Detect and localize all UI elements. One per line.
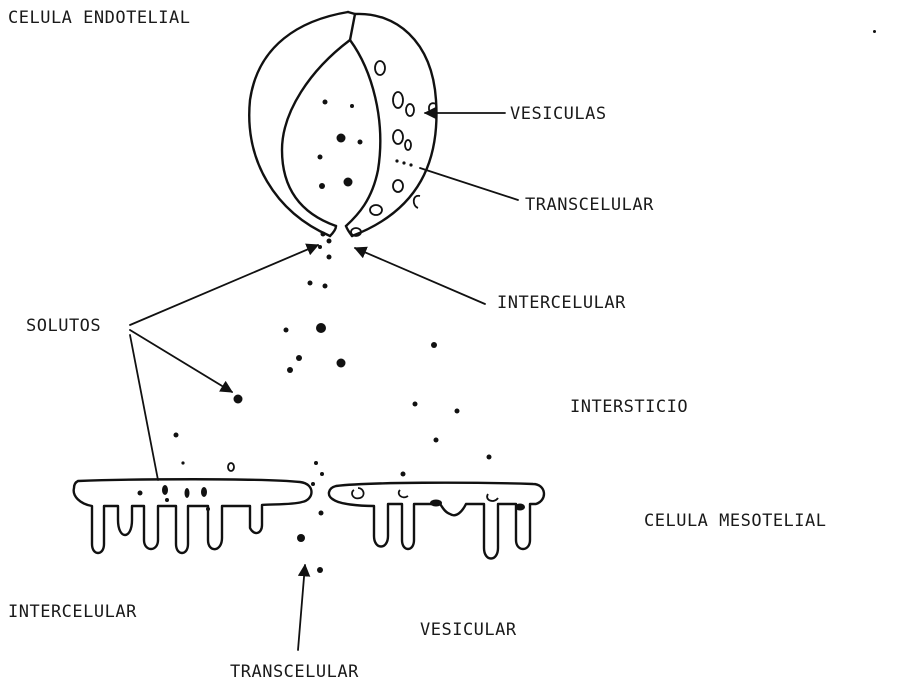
mesothelial-right-outline: [329, 483, 544, 559]
mesothelial-left-solute: [165, 498, 169, 502]
label-transcellular-upper: TRANSCELULAR: [525, 197, 654, 214]
vesicle-2: [393, 92, 403, 108]
vesicle-1: [375, 61, 385, 75]
capillary-endothelium: [249, 12, 436, 236]
vesicle-5: [405, 140, 411, 150]
endothelial-bottom-junction-left: [330, 226, 336, 236]
pointer-arrows: [130, 113, 518, 650]
solutes-arrow-capillary: [130, 245, 318, 325]
label-intercellular-upper: INTERCELULAR: [497, 295, 626, 312]
transcellular-lower-arrow: [298, 565, 305, 650]
label-intercellular-lower: INTERCELULAR: [8, 604, 137, 621]
mesothelial-right-vesicle: [487, 494, 498, 501]
mesothelial-right-vesicle: [352, 488, 364, 498]
mesothelial-left-solute: [138, 491, 143, 496]
vesicle-3: [406, 104, 414, 116]
label-interstitium: INTERSTICIO: [570, 399, 688, 416]
label-vesicular: VESICULAR: [420, 622, 517, 639]
solutes-arrow-interstitium: [130, 330, 232, 392]
wall-solute: [402, 161, 405, 164]
vesicle-pit-1: [429, 103, 436, 116]
lumen-solute: [344, 178, 353, 187]
mesothelial-right-solute: [515, 504, 525, 511]
vesicle-7: [370, 205, 382, 215]
solutes-leader-mesothelium: [130, 335, 158, 480]
transcellular-upper-leader: [420, 168, 518, 200]
mesothelial-left-solute: [185, 488, 190, 498]
label-mesothelial-cell: CELULA MESOTELIAL: [644, 513, 827, 530]
label-vesicles: VESICULAS: [510, 106, 607, 123]
mesothelial-left-outline: [74, 479, 312, 553]
label-endothelial-cell: CELULA ENDOTELIAL: [8, 10, 191, 27]
mesothelial-right-solute: [430, 500, 442, 507]
wall-solute: [409, 163, 412, 166]
lumen-solute: [337, 134, 346, 143]
lumen-solute: [323, 100, 328, 105]
stray-dot: [873, 30, 876, 33]
vesicle-6: [393, 180, 403, 192]
mesothelial-left-solute: [162, 485, 168, 495]
lumen-solute: [318, 155, 323, 160]
label-solutes: SOLUTOS: [26, 318, 101, 335]
lumen-solute: [319, 183, 325, 189]
vesicle-4: [393, 130, 403, 144]
lumen-solute: [350, 104, 354, 108]
wall-solute: [395, 159, 398, 162]
endothelial-left-inner-wall: [282, 40, 350, 226]
mesothelial-left-cell: [74, 479, 312, 553]
label-transcellular-lower: TRANSCELULAR: [230, 664, 359, 681]
lumen-solute: [358, 140, 363, 145]
intercellular-upper-arrow: [355, 248, 485, 304]
vesicle-pit-2: [414, 196, 420, 208]
mesothelial-left-solute: [201, 487, 207, 497]
mesothelial-left-solute: [206, 507, 210, 511]
mesothelial-right-vesicle: [399, 490, 408, 497]
mesothelial-right-cell: [329, 483, 544, 559]
endothelial-top-junction: [348, 12, 355, 40]
